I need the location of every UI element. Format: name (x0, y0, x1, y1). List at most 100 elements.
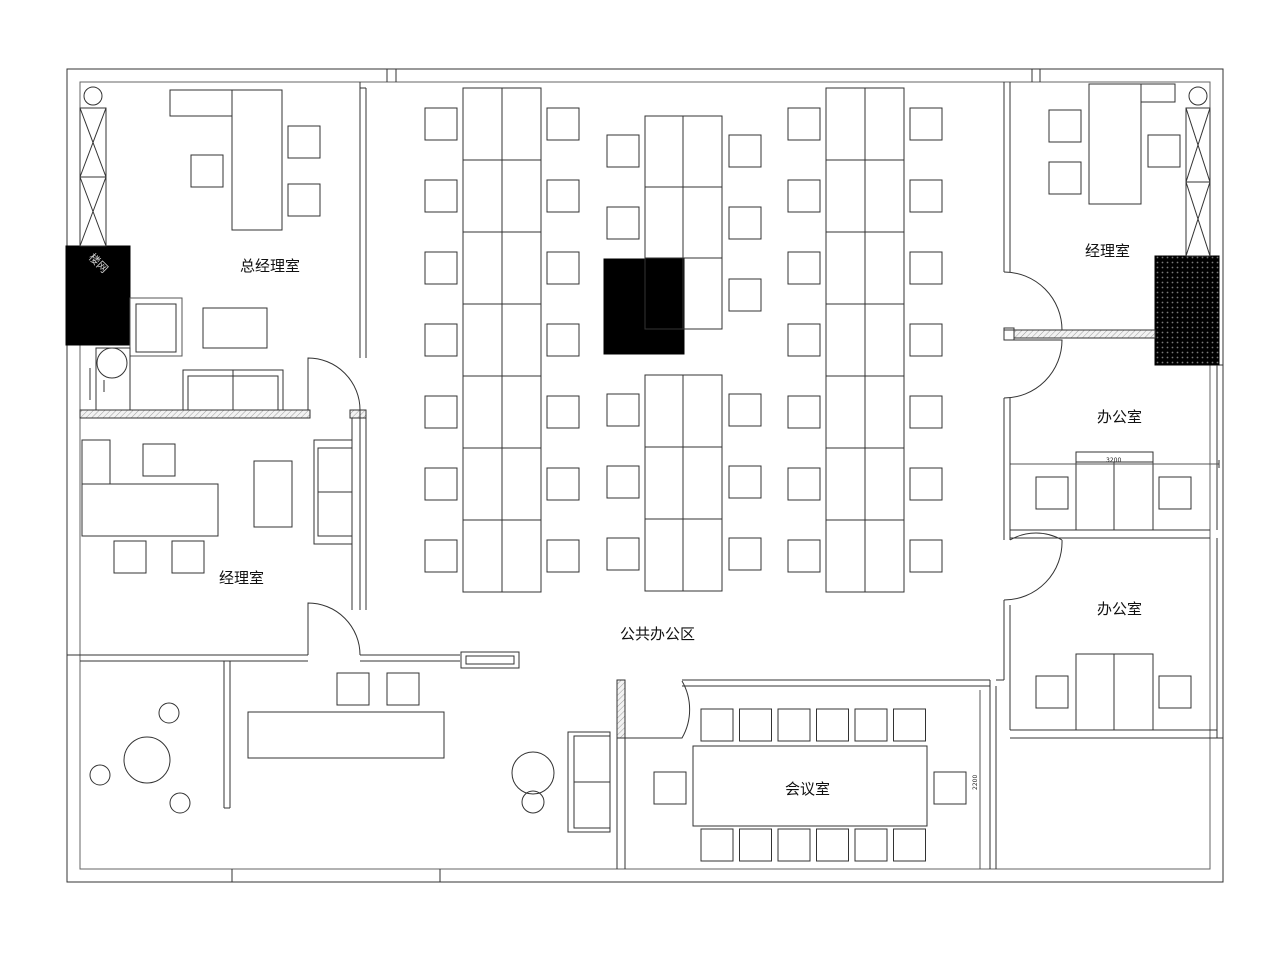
meeting-chair (816, 828, 849, 862)
chair (909, 179, 943, 213)
desk (682, 446, 723, 520)
chair (606, 465, 640, 499)
interior-walls (79, 82, 1224, 869)
right-shaft (1185, 86, 1211, 257)
open-office-desks (462, 87, 905, 593)
dimension-office-width: 3200 (1106, 457, 1121, 464)
meeting-chair (777, 828, 811, 862)
desk (644, 518, 684, 592)
chair (606, 537, 640, 571)
chair (787, 395, 821, 429)
column-right (1154, 255, 1220, 366)
desk (682, 115, 723, 188)
chair (909, 323, 943, 357)
chair (424, 107, 458, 141)
office-2-furniture (1035, 653, 1192, 731)
chair (728, 393, 762, 427)
chair (424, 539, 458, 573)
column-center (603, 258, 685, 355)
chair (546, 179, 580, 213)
chair (909, 251, 943, 285)
desk (462, 519, 503, 593)
chair (424, 323, 458, 357)
chair (424, 179, 458, 213)
chair (546, 323, 580, 357)
chair (787, 179, 821, 213)
desk (825, 519, 866, 593)
label-open-office: 公共办公区 (620, 625, 695, 643)
left-shaft (79, 86, 107, 247)
chair (546, 539, 580, 573)
desk (462, 447, 503, 521)
desk (501, 231, 542, 305)
chair (546, 107, 580, 141)
desk (864, 519, 905, 593)
chair (909, 539, 943, 573)
chair (606, 393, 640, 427)
chair (909, 467, 943, 501)
open-office-chairs (424, 107, 943, 573)
meeting-chair (653, 771, 687, 805)
desk (462, 159, 503, 233)
chair (728, 465, 762, 499)
meeting-chair (700, 708, 734, 742)
meeting-table (692, 745, 928, 827)
desk (462, 231, 503, 305)
meeting-chair (893, 828, 926, 862)
gm-furniture (89, 89, 321, 411)
desk (864, 87, 905, 161)
chair (728, 537, 762, 571)
chair (909, 107, 943, 141)
chair (424, 395, 458, 429)
meeting-chair (777, 708, 811, 742)
label-meeting-room: 会议室 (785, 780, 830, 798)
label-manager-room-right: 经理室 (1085, 242, 1130, 260)
doors (307, 271, 1063, 739)
meeting-chair (739, 828, 772, 862)
meeting-chair (700, 828, 734, 862)
chair (728, 278, 762, 312)
desk (501, 519, 542, 593)
desk (462, 303, 503, 377)
desk (682, 518, 723, 592)
chair (728, 134, 762, 168)
desk (644, 115, 684, 188)
manager-left-furniture (81, 439, 353, 574)
desk (864, 375, 905, 449)
chair (606, 206, 640, 240)
meeting-chair (854, 828, 888, 862)
desk (462, 375, 503, 449)
meeting-chair (893, 708, 926, 742)
desk (825, 375, 866, 449)
desk (825, 159, 866, 233)
desk (644, 186, 684, 259)
desk (644, 446, 684, 520)
meeting-chair (854, 708, 888, 742)
label-office-2: 办公室 (1097, 600, 1142, 618)
chair (787, 323, 821, 357)
meeting-chair (816, 708, 849, 742)
desk (825, 303, 866, 377)
chair (787, 251, 821, 285)
meeting-chair (933, 771, 967, 805)
chair (728, 206, 762, 240)
chair (787, 539, 821, 573)
manager-right-furniture (1048, 83, 1181, 205)
desk (825, 447, 866, 521)
desk (825, 231, 866, 305)
desk (864, 447, 905, 521)
desk (682, 374, 723, 448)
chair (787, 467, 821, 501)
desk (864, 303, 905, 377)
desk (825, 87, 866, 161)
chair (787, 107, 821, 141)
desk (864, 231, 905, 305)
desk (682, 186, 723, 259)
desk (501, 375, 542, 449)
chair (424, 467, 458, 501)
desk (501, 303, 542, 377)
chair (424, 251, 458, 285)
desk (682, 257, 723, 330)
reception-furniture (247, 672, 611, 833)
